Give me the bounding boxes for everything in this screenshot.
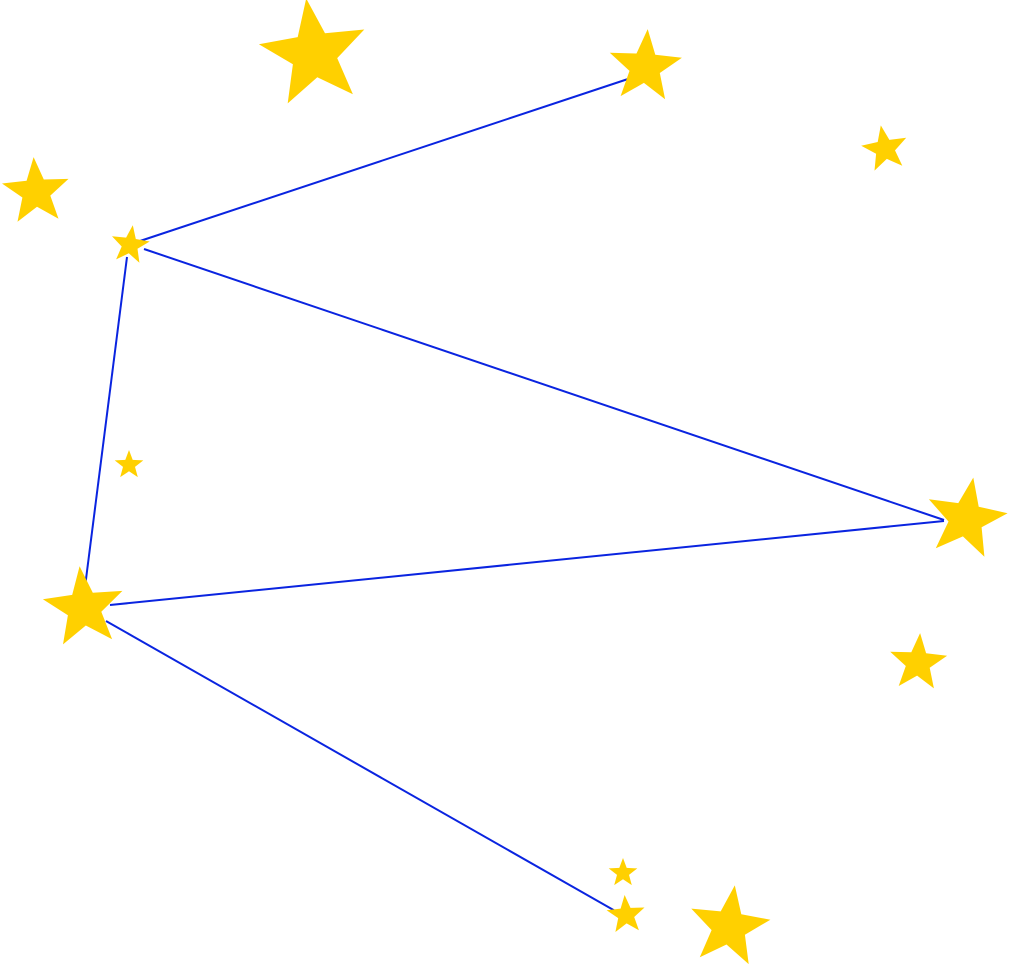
star-bottom-tiny-star-icon [608, 858, 638, 886]
star-left-upper-star-icon [2, 157, 69, 222]
star-node-left-star-icon [42, 566, 123, 645]
star-node-bottom-star-icon [606, 895, 645, 932]
star-bottom-large-star-icon [691, 885, 771, 965]
link-upper-left-to-top-right [139, 77, 632, 242]
link-upper-left-to-left [84, 256, 128, 588]
link-left-to-bottom [105, 620, 618, 913]
star-left-middle-tiny-star-icon [114, 450, 144, 478]
star-upper-right-small-star-icon [861, 125, 907, 171]
link-left-to-right [109, 520, 945, 606]
star-top-right-node-star-icon [609, 29, 682, 100]
star-node-right-star-icon [928, 477, 1008, 557]
star-lower-right-star-icon [890, 633, 948, 689]
star-node-upper-left-star-icon [112, 225, 150, 263]
link-upper-left-to-right [143, 248, 945, 521]
constellation-links [84, 77, 945, 913]
star-top-large-star-icon [258, 0, 365, 104]
